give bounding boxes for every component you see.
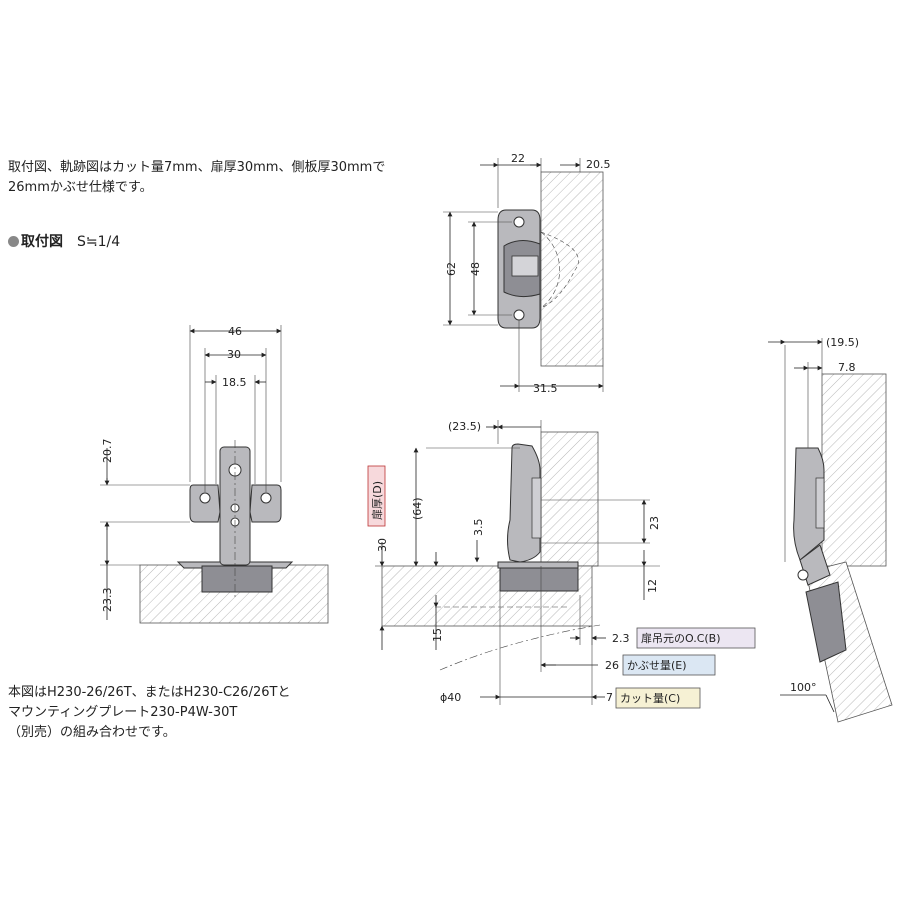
top-view: 22 20.5 62 48 31.5 bbox=[443, 152, 611, 395]
top-side-panel bbox=[540, 171, 604, 367]
intro-text-line-2: 26mmかぶせ仕様です。 bbox=[8, 180, 153, 195]
dim-20-7: 20.7 bbox=[101, 439, 114, 464]
note-line-1: 本図はH230-26/26T、またはH230-C26/26Tと bbox=[8, 685, 291, 700]
side-cabinet-panel bbox=[540, 431, 599, 567]
intro-text-line-1: 取付図、軌跡図はカット量7mm、扉厚30mm、側板厚30mmで bbox=[8, 160, 386, 175]
open-view: (19.5) 7.8 100° bbox=[768, 336, 893, 723]
bullet-icon bbox=[8, 236, 19, 247]
front-view: 46 30 18.5 20.7 23.3 bbox=[100, 325, 329, 624]
dim-30: 30 bbox=[227, 348, 241, 361]
dim-7: 7 bbox=[606, 691, 613, 704]
dim-3-5: 3.5 bbox=[472, 519, 485, 537]
dim-2-3: 2.3 bbox=[612, 632, 630, 645]
dim-48: 48 bbox=[469, 262, 482, 276]
open-angle: 100° bbox=[790, 681, 817, 694]
side-cup bbox=[499, 565, 579, 592]
dim-7-8: 7.8 bbox=[838, 361, 856, 374]
dim-23-3: 23.3 bbox=[101, 588, 114, 613]
dim-64: (64) bbox=[411, 497, 424, 520]
dim-22: 22 bbox=[511, 152, 525, 165]
dim-62: 62 bbox=[445, 262, 458, 276]
oc-label-box bbox=[636, 627, 756, 649]
cut-label: カット量(C) bbox=[620, 692, 680, 705]
note-line-3: （別売）の組み合わせです。 bbox=[8, 725, 176, 740]
oc-label: 扉吊元のO.C(B) bbox=[641, 632, 721, 645]
dim-23-5: (23.5) bbox=[448, 420, 481, 433]
cut-label-box bbox=[615, 687, 701, 709]
dim-side-30: 30 bbox=[376, 538, 389, 552]
dim-31-5: 31.5 bbox=[533, 382, 558, 395]
dim-23: 23 bbox=[648, 516, 661, 530]
section-scale: S≒1/4 bbox=[77, 234, 121, 250]
front-cup bbox=[201, 565, 273, 593]
dim-phi40: ϕ40 bbox=[440, 691, 461, 704]
open-cabinet-panel bbox=[821, 373, 887, 567]
dim-20-5: 20.5 bbox=[586, 158, 611, 171]
dim-19-5: (19.5) bbox=[826, 336, 859, 349]
door-thickness-label: 扉厚(D) bbox=[371, 481, 384, 520]
door-thickness-box bbox=[367, 465, 386, 527]
dim-15: 15 bbox=[431, 628, 444, 642]
open-arm bbox=[793, 447, 825, 561]
open-cup bbox=[805, 581, 847, 663]
overlay-label-box bbox=[622, 654, 716, 676]
dim-12: 12 bbox=[646, 579, 659, 593]
dim-18-5: 18.5 bbox=[222, 376, 247, 389]
section-title: 取付図 bbox=[21, 234, 63, 250]
dim-46: 46 bbox=[228, 325, 242, 338]
dim-26: 26 bbox=[605, 659, 619, 672]
side-view: (23.5) (64) 30 扉厚(D) 3.5 15 23 12 2.3 扉吊… bbox=[367, 420, 756, 709]
front-wing-right bbox=[249, 484, 282, 523]
overlay-label: かぶせ量(E) bbox=[627, 659, 687, 672]
section-heading: 取付図 S≒1/4 bbox=[8, 232, 120, 252]
note-line-2: マウンティングプレート230-P4W-30T bbox=[8, 705, 238, 720]
